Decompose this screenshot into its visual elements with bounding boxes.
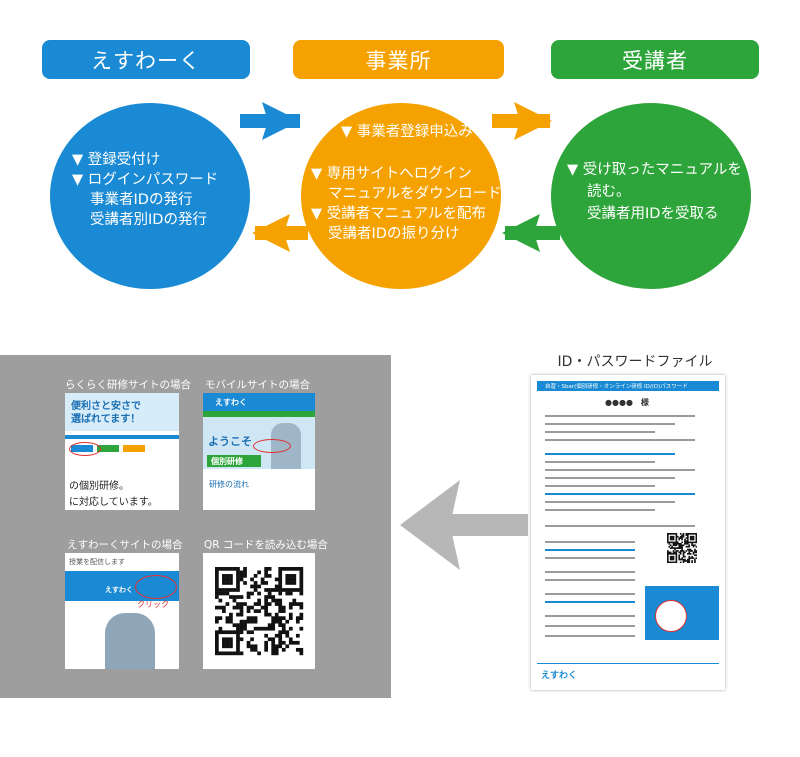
- arrow-right-esuwork-to-office: [240, 102, 300, 140]
- document-header-bar: [537, 381, 719, 391]
- rakuraku-highlight-circle: [69, 442, 101, 456]
- document-text-line: [545, 635, 635, 637]
- mobile-navbar: [203, 411, 315, 417]
- rakuraku-banner: [65, 393, 179, 431]
- office-step-1: ▼ 事業者登録申込み: [341, 124, 473, 140]
- role-pill-student: 受講者: [551, 40, 759, 79]
- document-text-line: [545, 525, 695, 527]
- document-text-line: [545, 557, 635, 559]
- mobile-logo: えすわく: [215, 398, 247, 407]
- esuwork-site-click: クリック: [137, 600, 169, 609]
- document-text-line: [545, 501, 675, 503]
- arrow-left-document-to-methods: [400, 480, 528, 570]
- document-text-line: [545, 469, 695, 471]
- document-text-line: [545, 625, 635, 627]
- mobile-badge: 個別研修: [211, 457, 243, 466]
- rakuraku-headline-2: 選ばれてます！: [71, 414, 141, 425]
- office-step-5: 受講者IDの振り分け: [328, 226, 460, 242]
- document-recipient: ●●●● 様: [605, 398, 649, 407]
- mobile-welcome: ようこそ: [208, 435, 252, 448]
- rakuraku-headline-1: 便利さと安さで: [71, 401, 141, 412]
- document-title: ID・パスワードファイル: [557, 354, 713, 370]
- esuwork-site-thumb[interactable]: 授業を配信します えすわく クリック: [65, 553, 179, 669]
- document-text-line: [545, 509, 655, 511]
- document-text-line: [545, 461, 655, 463]
- esuwork-site-top: 授業を配信します: [69, 558, 125, 566]
- student-step-1: ▼ 受け取ったマニュアルを: [567, 162, 742, 178]
- rakuraku-navbar: [65, 435, 179, 439]
- esuwork-site-person-image: [105, 613, 155, 669]
- document-text-line: [545, 593, 635, 595]
- qr-code-icon: [215, 567, 304, 656]
- esuwork-site-highlight-circle: [135, 575, 177, 599]
- document-text-line: [545, 549, 635, 551]
- role-label-student: 受講者: [622, 48, 688, 73]
- mobile-site-thumb[interactable]: えすわく ようこそ 個別研修 研修の流れ: [203, 393, 315, 510]
- document-footer-logo: えすわく: [541, 671, 578, 681]
- mobile-highlight-circle: [253, 439, 291, 453]
- esuwork-step-2: ▼ ログインパスワード: [72, 172, 219, 188]
- role-label-esuwork: えすわーく: [91, 48, 201, 73]
- role-label-office: 事業所: [365, 48, 432, 73]
- document-text-line: [545, 571, 635, 573]
- student-step-3: 受講者用IDを受取る: [587, 206, 719, 222]
- office-step-2: ▼ 専用サイトへログイン: [311, 166, 472, 182]
- caption-qr: QR コードを読み込む場合: [204, 539, 328, 551]
- document-text-line: [545, 615, 635, 617]
- esuwork-circle: ▼ 登録受付け ▼ ログインパスワード 事業者IDの発行 受講者別IDの発行: [50, 103, 250, 289]
- document-text-line: [545, 439, 695, 441]
- rakuraku-body-1: の個別研修。: [69, 481, 129, 492]
- document-highlight-circle: [655, 600, 687, 632]
- document-text-line: [545, 493, 695, 495]
- document-text-line: [545, 431, 655, 433]
- mobile-flow-title: 研修の流れ: [209, 480, 249, 489]
- rakuraku-menu-2[interactable]: [97, 445, 119, 452]
- document-text-line: [545, 601, 635, 603]
- caption-esuwork-site: えすわーくサイトの場合: [67, 539, 183, 551]
- document-text-line: [545, 485, 655, 487]
- document-text-line: [545, 453, 675, 455]
- login-methods-panel: らくらく研修サイトの場合 モバイルサイトの場合 えすわーくサイトの場合 QR コ…: [0, 355, 391, 698]
- student-step-2: 読む。: [587, 184, 631, 200]
- arrow-left-student-to-office: [502, 214, 560, 252]
- document-text-line: [545, 541, 635, 543]
- role-pill-office: 事業所: [293, 40, 504, 79]
- document-text-line: [545, 579, 635, 581]
- document-text-line: [545, 477, 675, 479]
- office-step-3: マニュアルをダウンロード: [328, 186, 502, 202]
- rakuraku-menu-3[interactable]: [123, 445, 145, 452]
- role-pill-esuwork: えすわーく: [42, 40, 250, 79]
- caption-rakuraku: らくらく研修サイトの場合: [65, 379, 191, 391]
- mobile-badge-bg: [207, 455, 261, 467]
- esuwork-site-logo: えすわく: [105, 586, 133, 594]
- office-step-4: ▼ 受講者マニュアルを配布: [311, 206, 486, 222]
- rakuraku-site-thumb[interactable]: 便利さと安さで 選ばれてます！ の個別研修。 に対応しています。: [65, 393, 179, 510]
- arrow-left-office-to-esuwork: [252, 214, 308, 252]
- arrow-right-office-to-student: [492, 102, 552, 140]
- esuwork-step-4: 受講者別IDの発行: [90, 212, 207, 228]
- office-circle: ▼ 事業者登録申込み ▼ 専用サイトへログイン マニュアルをダウンロード ▼ 受…: [301, 103, 502, 289]
- document-text-line: [545, 415, 695, 417]
- document-footer-divider: [537, 663, 719, 664]
- esuwork-step-3: 事業者IDの発行: [90, 192, 193, 208]
- document-qr-icon: [667, 533, 697, 563]
- rakuraku-body-2: に対応しています。: [69, 497, 158, 508]
- qr-code-thumb[interactable]: [203, 553, 315, 669]
- esuwork-step-1: ▼ 登録受付け: [72, 152, 161, 168]
- caption-mobile: モバイルサイトの場合: [205, 379, 310, 391]
- document-text-line: [545, 423, 675, 425]
- document-header-text: 自習・Sbar(個別研修・オンライン研修 ID/(D)パスワード: [545, 384, 688, 390]
- mobile-header: [203, 393, 315, 411]
- student-circle: ▼ 受け取ったマニュアルを 読む。 受講者用IDを受取る: [551, 103, 751, 289]
- id-password-document: 自習・Sbar(個別研修・オンライン研修 ID/(D)パスワード ●●●● 様 …: [531, 375, 725, 690]
